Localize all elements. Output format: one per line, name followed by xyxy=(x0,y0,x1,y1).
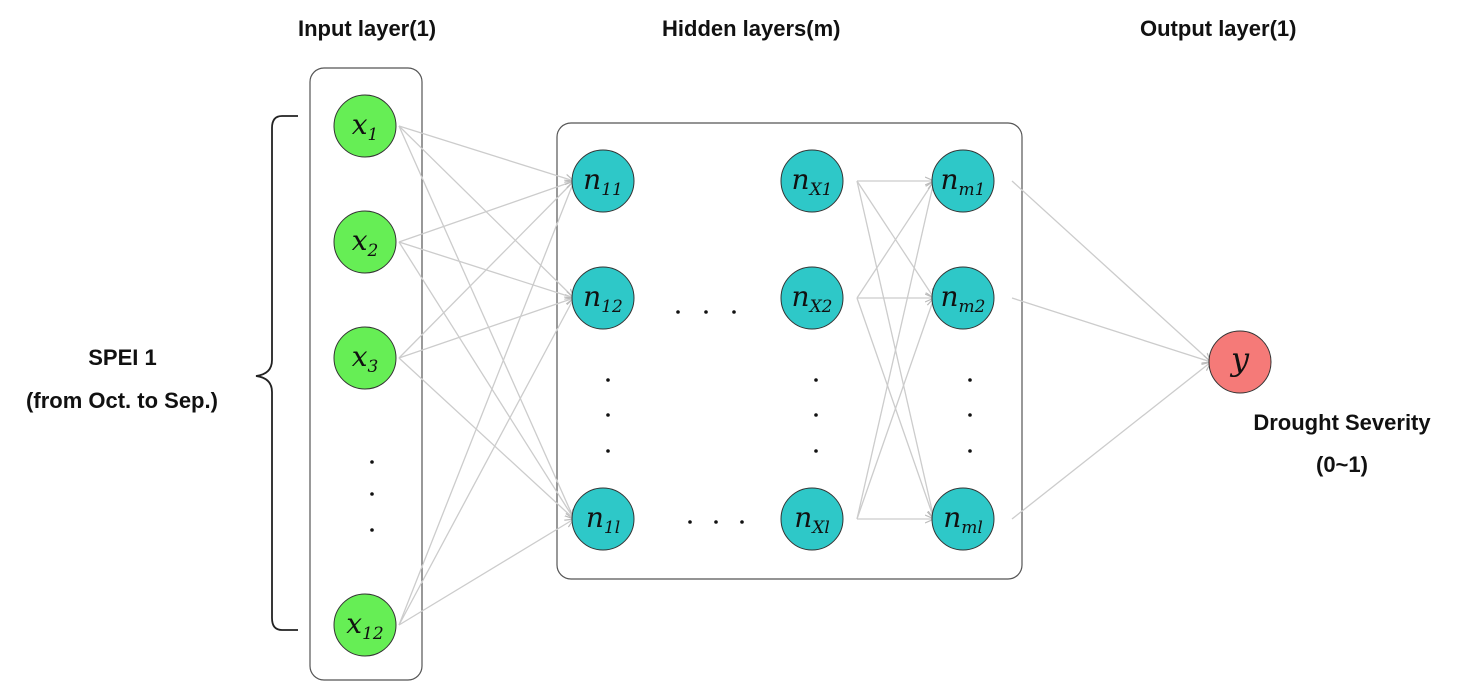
hidden-node-circle xyxy=(780,149,844,213)
hidden-node: n12 xyxy=(571,266,635,330)
ellipsis-dot xyxy=(676,310,680,314)
edge-input-to-hidden xyxy=(398,298,574,626)
ellipsis-dots xyxy=(370,310,972,532)
hidden-node-label: nml xyxy=(943,501,983,538)
input-node-label: x1 xyxy=(352,108,379,145)
edge-hidden-to-output xyxy=(1011,180,1211,362)
input-node-circle xyxy=(333,94,397,158)
hidden-node-label: n11 xyxy=(583,163,623,200)
hidden-node-circle xyxy=(780,487,844,551)
hidden-node-circle xyxy=(780,266,844,330)
input-layer-title: Input layer(1) xyxy=(298,16,437,41)
ellipsis-dot xyxy=(740,520,744,524)
hidden-node-circle xyxy=(931,149,995,213)
connection-edges xyxy=(398,125,1211,626)
edge-hidden-to-hidden xyxy=(856,181,934,299)
input-node: x1 xyxy=(333,94,397,158)
hidden-node-circle xyxy=(571,487,635,551)
input-node-label: x2 xyxy=(352,224,379,261)
edge-input-to-hidden xyxy=(398,241,574,519)
edge-input-to-hidden xyxy=(398,125,574,181)
edge-input-to-hidden xyxy=(398,181,574,359)
hidden-node-circle xyxy=(931,266,995,330)
edge-input-to-hidden xyxy=(398,298,574,359)
hidden-layer-box xyxy=(556,122,1023,580)
hidden-node: nml xyxy=(931,487,995,551)
output-node: y xyxy=(1208,330,1272,394)
input-node: x12 xyxy=(333,593,397,657)
network-nodes: x1 x2 x3 x12 n11 n12 n1l nX1 nX2 nXl nm1 nm2 nml y xyxy=(333,94,1272,657)
hidden-node-circle xyxy=(931,487,995,551)
ellipsis-dot xyxy=(688,520,692,524)
hidden-node-label: n1l xyxy=(586,501,620,538)
output-node-label: y xyxy=(1229,340,1250,378)
input-node-label: x12 xyxy=(346,607,383,644)
edge-hidden-to-output xyxy=(1011,297,1211,362)
drought-severity-range: (0~1) xyxy=(1316,452,1368,477)
ellipsis-dot xyxy=(968,378,972,382)
ellipsis-dot xyxy=(732,310,736,314)
ellipsis-dot xyxy=(606,413,610,417)
ellipsis-dot xyxy=(370,460,374,464)
drought-severity-label: Drought Severity xyxy=(1253,410,1431,435)
spei-label-line2: (from Oct. to Sep.) xyxy=(26,388,218,413)
hidden-node-label: nXl xyxy=(794,501,830,538)
hidden-node: nX2 xyxy=(780,266,844,330)
input-node-label: x3 xyxy=(352,340,379,377)
hidden-node-label: n12 xyxy=(583,280,623,317)
input-node: x2 xyxy=(333,210,397,274)
hidden-node-label: nX2 xyxy=(792,280,833,317)
ellipsis-dot xyxy=(606,449,610,453)
hidden-node-label: nm2 xyxy=(941,280,986,317)
ellipsis-dot xyxy=(606,378,610,382)
hidden-node-circle xyxy=(571,266,635,330)
ellipsis-dot xyxy=(814,449,818,453)
ellipsis-dot xyxy=(714,520,718,524)
hidden-node: n11 xyxy=(571,149,635,213)
ellipsis-dot xyxy=(814,413,818,417)
hidden-node-label: nX1 xyxy=(792,163,833,200)
ellipsis-dot xyxy=(370,528,374,532)
input-node-circle xyxy=(333,593,397,657)
hidden-node: nXl xyxy=(780,487,844,551)
spei-label-line1: SPEI 1 xyxy=(88,345,157,370)
input-node-circle xyxy=(333,210,397,274)
edge-input-to-hidden xyxy=(398,519,574,626)
input-node-circle xyxy=(333,326,397,390)
ellipsis-dot xyxy=(704,310,708,314)
hidden-node-label: nm1 xyxy=(941,163,986,200)
edge-hidden-to-output xyxy=(1011,362,1211,520)
hidden-node-circle xyxy=(571,149,635,213)
edge-hidden-to-hidden xyxy=(856,181,934,520)
output-node-circle xyxy=(1208,330,1272,394)
output-layer-title: Output layer(1) xyxy=(1140,16,1297,41)
ellipsis-dot xyxy=(814,378,818,382)
edge-input-to-hidden xyxy=(398,181,574,626)
ellipsis-dot xyxy=(370,492,374,496)
hidden-node: nX1 xyxy=(780,149,844,213)
ellipsis-dot xyxy=(968,413,972,417)
edge-hidden-to-hidden xyxy=(856,298,934,520)
hidden-node: nm2 xyxy=(931,266,995,330)
hidden-node: nm1 xyxy=(931,149,995,213)
input-layer-box xyxy=(309,67,423,681)
input-node: x3 xyxy=(333,326,397,390)
input-brace xyxy=(255,115,298,631)
edge-input-to-hidden xyxy=(398,357,574,519)
ellipsis-dot xyxy=(968,449,972,453)
hidden-layers-title: Hidden layers(m) xyxy=(662,16,841,41)
edge-input-to-hidden xyxy=(398,181,574,243)
hidden-node: n1l xyxy=(571,487,635,551)
edge-input-to-hidden xyxy=(398,125,574,519)
